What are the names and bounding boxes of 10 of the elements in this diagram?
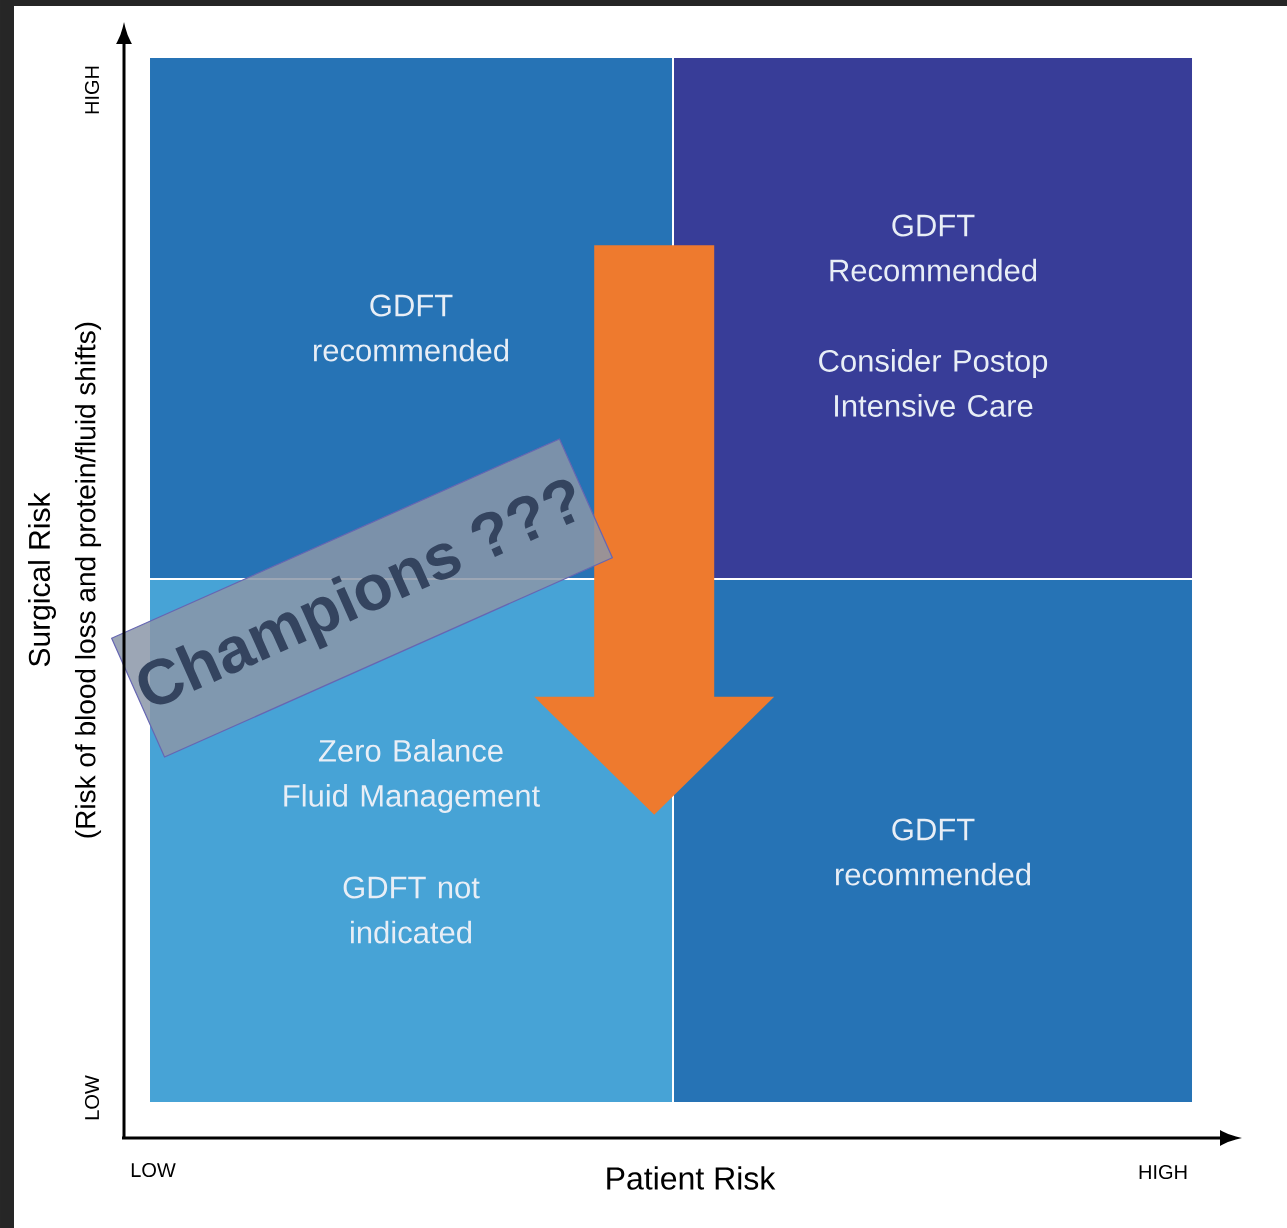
axis-tick-label: HIGH (84, 66, 100, 114)
quadrant-box: GDFT Recommended Consider Postop Intensive Care (674, 58, 1192, 578)
axis-tick-label: LOW (131, 1162, 176, 1178)
block-arrow (534, 245, 775, 815)
axis-tick-label: HIGH (1139, 1164, 1187, 1180)
quadrant-box: GDFT recommended (674, 580, 1192, 1102)
axis-title: Surgical Risk (28, 492, 56, 667)
axis-title: (Risk of blood loss and protein/fluid shifts) (74, 322, 102, 838)
axis-title: Patient Risk (607, 1166, 776, 1190)
axis-tick-label: LOW (84, 1075, 100, 1120)
